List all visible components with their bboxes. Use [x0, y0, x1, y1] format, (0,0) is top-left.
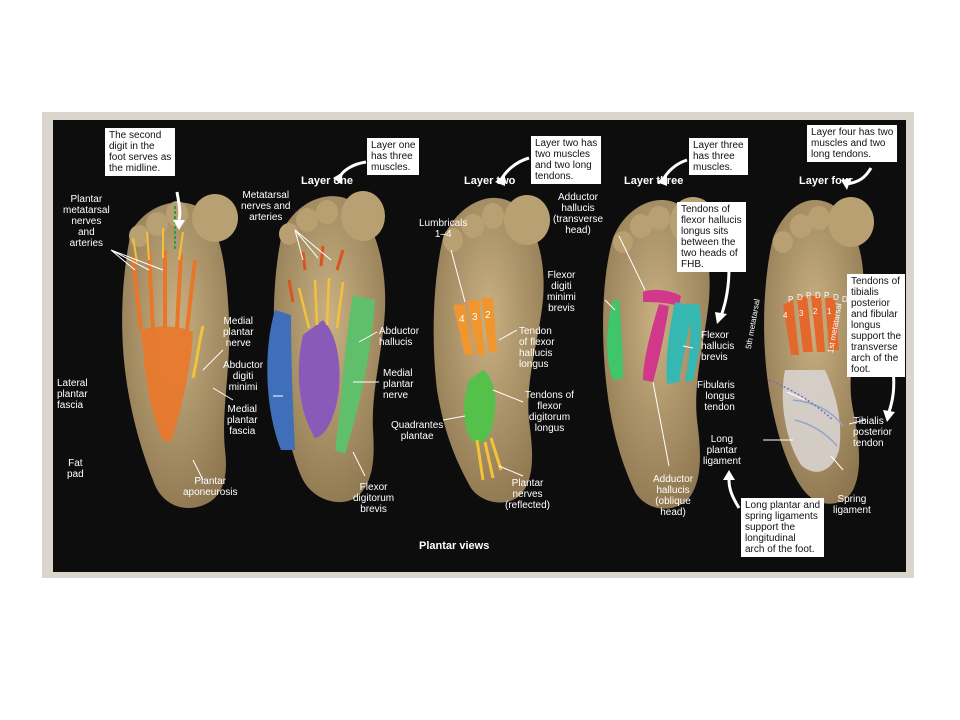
leader-lines	[110, 229, 866, 481]
ligament-region	[782, 370, 841, 472]
tendons-fdl-label: Tendons of flexor digitorum longus	[525, 390, 574, 434]
lateral-plantar-fascia-label: Lateral plantar fascia	[57, 378, 88, 411]
metatarsal-nerves-label: Metatarsal nerves and arteries	[241, 190, 291, 223]
adductor-hallucis-shapes	[643, 289, 681, 306]
lumbrical-number-2: 2	[485, 310, 491, 321]
interossei-number-4: 4	[783, 311, 788, 320]
foot-layer-four	[764, 197, 874, 504]
layer-two-note: Layer two has two muscles and two long t…	[531, 136, 602, 184]
figure-frame: Layer one Layer two Layer three Layer fo…	[42, 112, 914, 578]
lumbrical-number-3: 3	[472, 312, 478, 323]
adductor-transverse-label: Adductor hallucis (transverse head)	[553, 192, 604, 236]
arrow-heads	[173, 172, 895, 480]
layer-one-title: Layer one	[301, 175, 353, 187]
interossei	[783, 296, 839, 355]
tibialis-fibular-callout: Tendons of tibialis posterior and fibula…	[847, 274, 906, 377]
abductor-digiti-minimi	[267, 310, 295, 450]
fat-pad-label: Fat pad	[67, 458, 84, 480]
foot-superficial	[122, 194, 238, 509]
layer-two-title: Layer two	[464, 175, 516, 187]
nerve-branches-1	[191, 325, 205, 379]
medial-plantar-nerve-label-1: Medial plantar nerve	[223, 316, 254, 349]
lumbricals-label: Lumbricals 1–4	[419, 218, 468, 240]
interossei-number-3: 3	[799, 309, 804, 318]
interossei-letter-7: D	[842, 295, 848, 304]
quadratus-plantae-label: Quadrantes plantae	[391, 420, 444, 442]
medial-plantar-fascia-label: Medial plantar fascia	[227, 404, 258, 437]
lumbricals	[453, 298, 497, 355]
long-plantar-ligament-label: Long plantar ligament	[703, 434, 741, 467]
layer-four-title: Layer four	[799, 175, 853, 187]
interossei-letter-6: D	[833, 293, 839, 302]
quadratus-plantae	[464, 370, 496, 443]
medial-plantar-nerve-label-2: Medial plantar nerve	[383, 368, 414, 401]
flexor-digitorum-brevis	[298, 320, 340, 438]
flexor-hallucis-brevis-label: Flexor hallucis brevis	[701, 330, 735, 363]
abductor-hallucis	[335, 295, 375, 454]
interossei-number-1: 1	[827, 307, 832, 316]
flexor-hallucis-brevis	[666, 302, 693, 384]
interossei-letter-2: D	[797, 293, 803, 302]
layer-one-note: Layer one has three muscles.	[367, 138, 420, 175]
tibialis-posterior-label: Tibialis posterior tendon	[853, 416, 892, 449]
abductor-hallucis-label: Abductor hallucis	[379, 326, 420, 348]
abductor-digiti-minimi-label: Abductor digiti minimi	[223, 360, 264, 393]
figure-plate: Layer one Layer two Layer three Layer fo…	[53, 120, 906, 572]
plantar-aponeurosis-label: Plantar aponeurosis	[183, 476, 238, 498]
layer-three-title: Layer three	[624, 175, 684, 187]
fhl-tendons-callout: Tendons of flexor hallucis longus sits b…	[677, 202, 746, 272]
ligaments-callout: Long plantar and spring ligaments suppor…	[741, 498, 825, 557]
layer-three-note: Layer three has three muscles.	[689, 138, 748, 175]
foot-layer-one	[267, 191, 386, 503]
plantar-aponeurosis	[141, 326, 193, 442]
spring-ligament-label: Spring ligament	[833, 494, 871, 516]
tendon-fhl-label: Tendon of flexor hallucis longus	[519, 326, 555, 370]
flexor-digitorum-brevis-label: Flexor digitorum brevis	[353, 482, 395, 515]
interossei-letter-4: D	[815, 291, 821, 300]
plantar-metatarsal-label: Plantar metatarsal nerves and arteries	[63, 194, 110, 249]
adductor-oblique-label: Adductor hallucis (oblique head)	[653, 474, 694, 518]
foot-layer-two	[433, 195, 550, 503]
interossei-letter-5: P	[824, 291, 830, 300]
interossei-letter-3: P	[806, 291, 812, 300]
flexor-digiti-minimi-brevis	[607, 300, 623, 380]
midline-callout: The second digit in the foot serves as t…	[105, 128, 176, 176]
fibularis-longus-label: Fibularis longus tendon	[697, 380, 735, 413]
interossei-number-2: 2	[813, 307, 818, 316]
figure-caption: Plantar views	[419, 540, 490, 552]
plantar-nerves-reflected-label: Plantar nerves (reflected)	[505, 478, 551, 511]
lumbrical-number-4: 4	[459, 314, 465, 325]
interossei-letter-1: P	[788, 295, 794, 304]
foot-illustrations	[110, 156, 896, 509]
layer-four-note: Layer four has two muscles and two long …	[807, 125, 898, 162]
flexor-digiti-minimi-label: Flexor digiti minimi brevis	[547, 270, 576, 314]
